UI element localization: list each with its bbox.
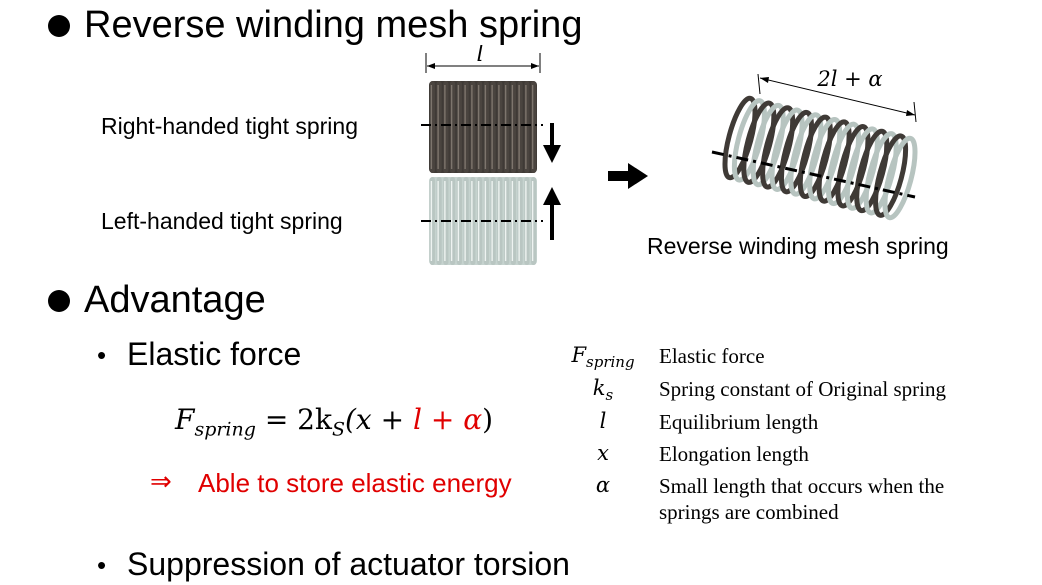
- energy-note: Able to store elastic energy: [198, 468, 512, 498]
- right-spring-label: Right-handed tight spring: [101, 113, 358, 139]
- length-label-2l-alpha: 2l + α: [816, 67, 882, 91]
- title-bullet: [48, 15, 70, 37]
- combine-arrow-icon: [608, 163, 648, 189]
- legend-description: Elastic force: [659, 344, 765, 368]
- legend-symbol: Fspring: [571, 343, 635, 372]
- item-bullet: •: [97, 340, 107, 370]
- advantage-heading: Advantage: [84, 279, 266, 321]
- legend-description: Spring constant of Original spring: [659, 377, 946, 401]
- combined-spring-diagram: 2l + α: [711, 67, 918, 221]
- legend-symbol: ks: [592, 376, 614, 405]
- legend-description: Elongation length: [659, 442, 809, 466]
- torsion-item: Suppression of actuator torsion: [127, 546, 570, 582]
- length-label-l: l: [476, 45, 483, 67]
- implies-arrow: ⇒: [150, 466, 172, 496]
- legend-symbol: α: [595, 473, 611, 497]
- elastic-force-formula: Fspring = 2kS(x + l + α): [175, 403, 494, 441]
- page-title: Reverse winding mesh spring: [84, 4, 583, 46]
- item-bullet: •: [97, 550, 107, 580]
- legend-symbol: l: [599, 409, 607, 433]
- legend-description: Equilibrium length: [659, 410, 819, 434]
- formula-red-term: l + α: [412, 403, 483, 436]
- left-spring-label: Left-handed tight spring: [101, 208, 343, 234]
- combined-spring-caption: Reverse winding mesh spring: [647, 233, 949, 259]
- elastic-force-item: Elastic force: [127, 336, 302, 372]
- advantage-bullet: [48, 290, 70, 312]
- stacked-springs-diagram: l: [421, 45, 561, 265]
- legend-description: Small length that occurs when the spring…: [659, 474, 945, 524]
- legend-symbol: x: [597, 441, 609, 465]
